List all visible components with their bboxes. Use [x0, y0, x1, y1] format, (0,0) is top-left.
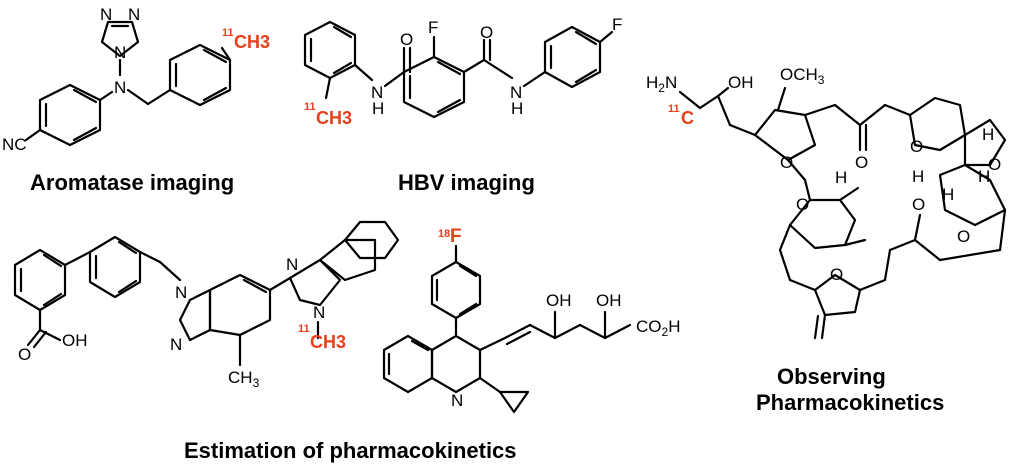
macro-h2n: H2N	[646, 73, 677, 95]
caption-pk-estimation: Estimation of pharmacokinetics	[184, 438, 517, 463]
hbv-o1: O	[400, 30, 413, 49]
hbv-f-right: F	[612, 15, 622, 34]
hbv-nh1-n: N	[371, 83, 383, 102]
h-4: H	[978, 167, 990, 186]
macro-carbon: C	[681, 108, 694, 128]
hbv-f-center: F	[428, 18, 438, 37]
hbv-methyl: CH3	[316, 108, 352, 128]
imidazole-n3: N	[170, 335, 182, 354]
nitrile-label: NC	[2, 135, 27, 154]
statin-oh2: OH	[596, 291, 622, 310]
statin-fluorine: F	[450, 226, 462, 247]
thf-o2: O	[830, 265, 843, 284]
amine-n: N	[114, 78, 126, 97]
h-2: H	[912, 167, 924, 186]
h-1: H	[982, 125, 994, 144]
caption-observing-2: Pharmacokinetics	[756, 390, 944, 415]
bzim-methyl: CH3	[310, 332, 346, 352]
caption-aromatase: Aromatase imaging	[30, 170, 234, 195]
hbv-isotope: 11	[304, 101, 316, 113]
pyran-o3: O	[796, 195, 809, 214]
imidazole-n1: N	[175, 283, 187, 302]
macrocycle-molecule: H2N 11 C OH O OCH3 O O O H H H H O O	[646, 65, 1007, 340]
macro-oh: OH	[728, 73, 754, 92]
macro-isotope: 11	[668, 103, 680, 115]
triazole-n4: N	[114, 43, 126, 62]
telmisartan-like-molecule: O OH N N CH3 N N 11 CH3	[13, 220, 400, 390]
statin-isotope: 18	[438, 228, 450, 240]
hbv-nh2-n: N	[510, 83, 522, 102]
ring-o3: O	[912, 195, 925, 214]
statin-molecule: 18 F N OH OH CO2H	[382, 226, 680, 414]
pyran-o2: O	[988, 155, 1001, 174]
bzim-n1: N	[313, 303, 325, 322]
statin-co2h: CO2H	[636, 317, 680, 339]
aromatase-methyl: CH3	[234, 32, 270, 52]
pyran-o1: O	[910, 137, 923, 156]
caption-observing-1: Observing	[777, 364, 886, 389]
acid-oh: OH	[62, 331, 88, 350]
macro-och3: OCH3	[780, 65, 825, 87]
caption-hbv: HBV imaging	[398, 170, 535, 195]
hbv-molecule: 11 CH3 N H O F O N H F	[303, 15, 622, 128]
h-3: H	[942, 185, 954, 204]
triazole-n1: N	[100, 5, 112, 24]
bzim-n3: N	[286, 255, 298, 274]
acid-o: O	[18, 345, 31, 364]
hbv-nh1-h: H	[372, 99, 384, 118]
aromatase-isotope: 11	[222, 27, 234, 39]
triazole-n2: N	[128, 5, 140, 24]
hbv-o2: O	[480, 23, 493, 42]
bzim-isotope: 11	[298, 323, 310, 335]
thf-o1: O	[780, 153, 793, 172]
ring-o4: O	[957, 227, 970, 246]
aromatase-molecule: N N N N NC 11 CH3	[2, 5, 270, 154]
h-5: H	[835, 168, 847, 187]
ring-ch3: CH3	[228, 368, 260, 390]
hbv-nh2-h: H	[511, 99, 523, 118]
quinoline-n: N	[451, 391, 463, 410]
statin-oh1: OH	[546, 291, 572, 310]
ketone-o: O	[855, 153, 868, 172]
